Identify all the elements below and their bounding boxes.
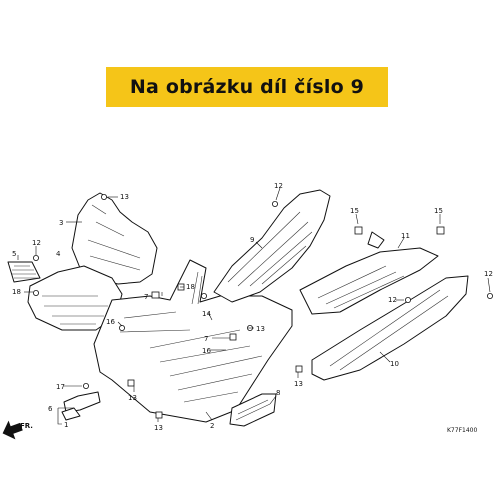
callout-12-b: 12 <box>274 182 283 190</box>
callout-16-b: 16 <box>202 347 211 355</box>
callout-13-d: 13 <box>128 394 137 402</box>
callout-8: 8 <box>276 389 280 397</box>
callout-10: 10 <box>390 360 399 368</box>
callout-11: 11 <box>401 232 410 240</box>
callout-13-c: 13 <box>294 380 303 388</box>
direction-label: FR. <box>20 422 33 430</box>
highlight-banner: Na obrázku díl číslo 9 <box>106 67 388 107</box>
callout-13: 13 <box>120 193 129 201</box>
callout-12-c: 12 <box>388 296 397 304</box>
callout-1: 1 <box>64 421 68 429</box>
callout-9: 9 <box>250 236 254 244</box>
callout-3: 3 <box>59 219 63 227</box>
callout-18-b: 18 <box>186 283 195 291</box>
callout-7-b: 7 <box>204 335 208 343</box>
callout-13-e: 13 <box>154 424 163 432</box>
side-plate-part <box>229 393 277 427</box>
side-cover-part-9 <box>213 189 331 303</box>
callout-7: 7 <box>144 293 148 301</box>
banner-text: Na obrázku díl číslo 9 <box>129 76 365 98</box>
callout-15: 15 <box>350 207 359 215</box>
callout-4: 4 <box>56 250 61 258</box>
callout-16: 16 <box>106 318 115 326</box>
under-cover-part <box>299 231 439 315</box>
callout-15-b: 15 <box>434 207 443 215</box>
small-cover-assembly-part <box>61 391 101 421</box>
front-direction-arrow: FR. <box>2 420 33 440</box>
callout-17: 17 <box>56 383 65 391</box>
fasteners <box>33 193 493 419</box>
callout-18: 18 <box>12 288 21 296</box>
grille-part <box>7 261 41 283</box>
callout-5: 5 <box>12 250 16 258</box>
callout-2: 2 <box>210 422 214 430</box>
side-skirt-part <box>311 275 469 381</box>
diagram-code: K77F1400 <box>447 427 477 434</box>
leader-lines <box>17 187 491 425</box>
callout-12: 12 <box>32 239 41 247</box>
floor-step-part <box>93 259 293 423</box>
callout-13-b: 13 <box>256 325 265 333</box>
callout-12-d: 12 <box>484 270 493 278</box>
callout-6: 6 <box>48 405 53 413</box>
callout-14: 14 <box>202 310 211 318</box>
callout-labels: 13 3 5 12 18 4 7 18 12 9 15 15 11 12 12 … <box>12 182 493 432</box>
